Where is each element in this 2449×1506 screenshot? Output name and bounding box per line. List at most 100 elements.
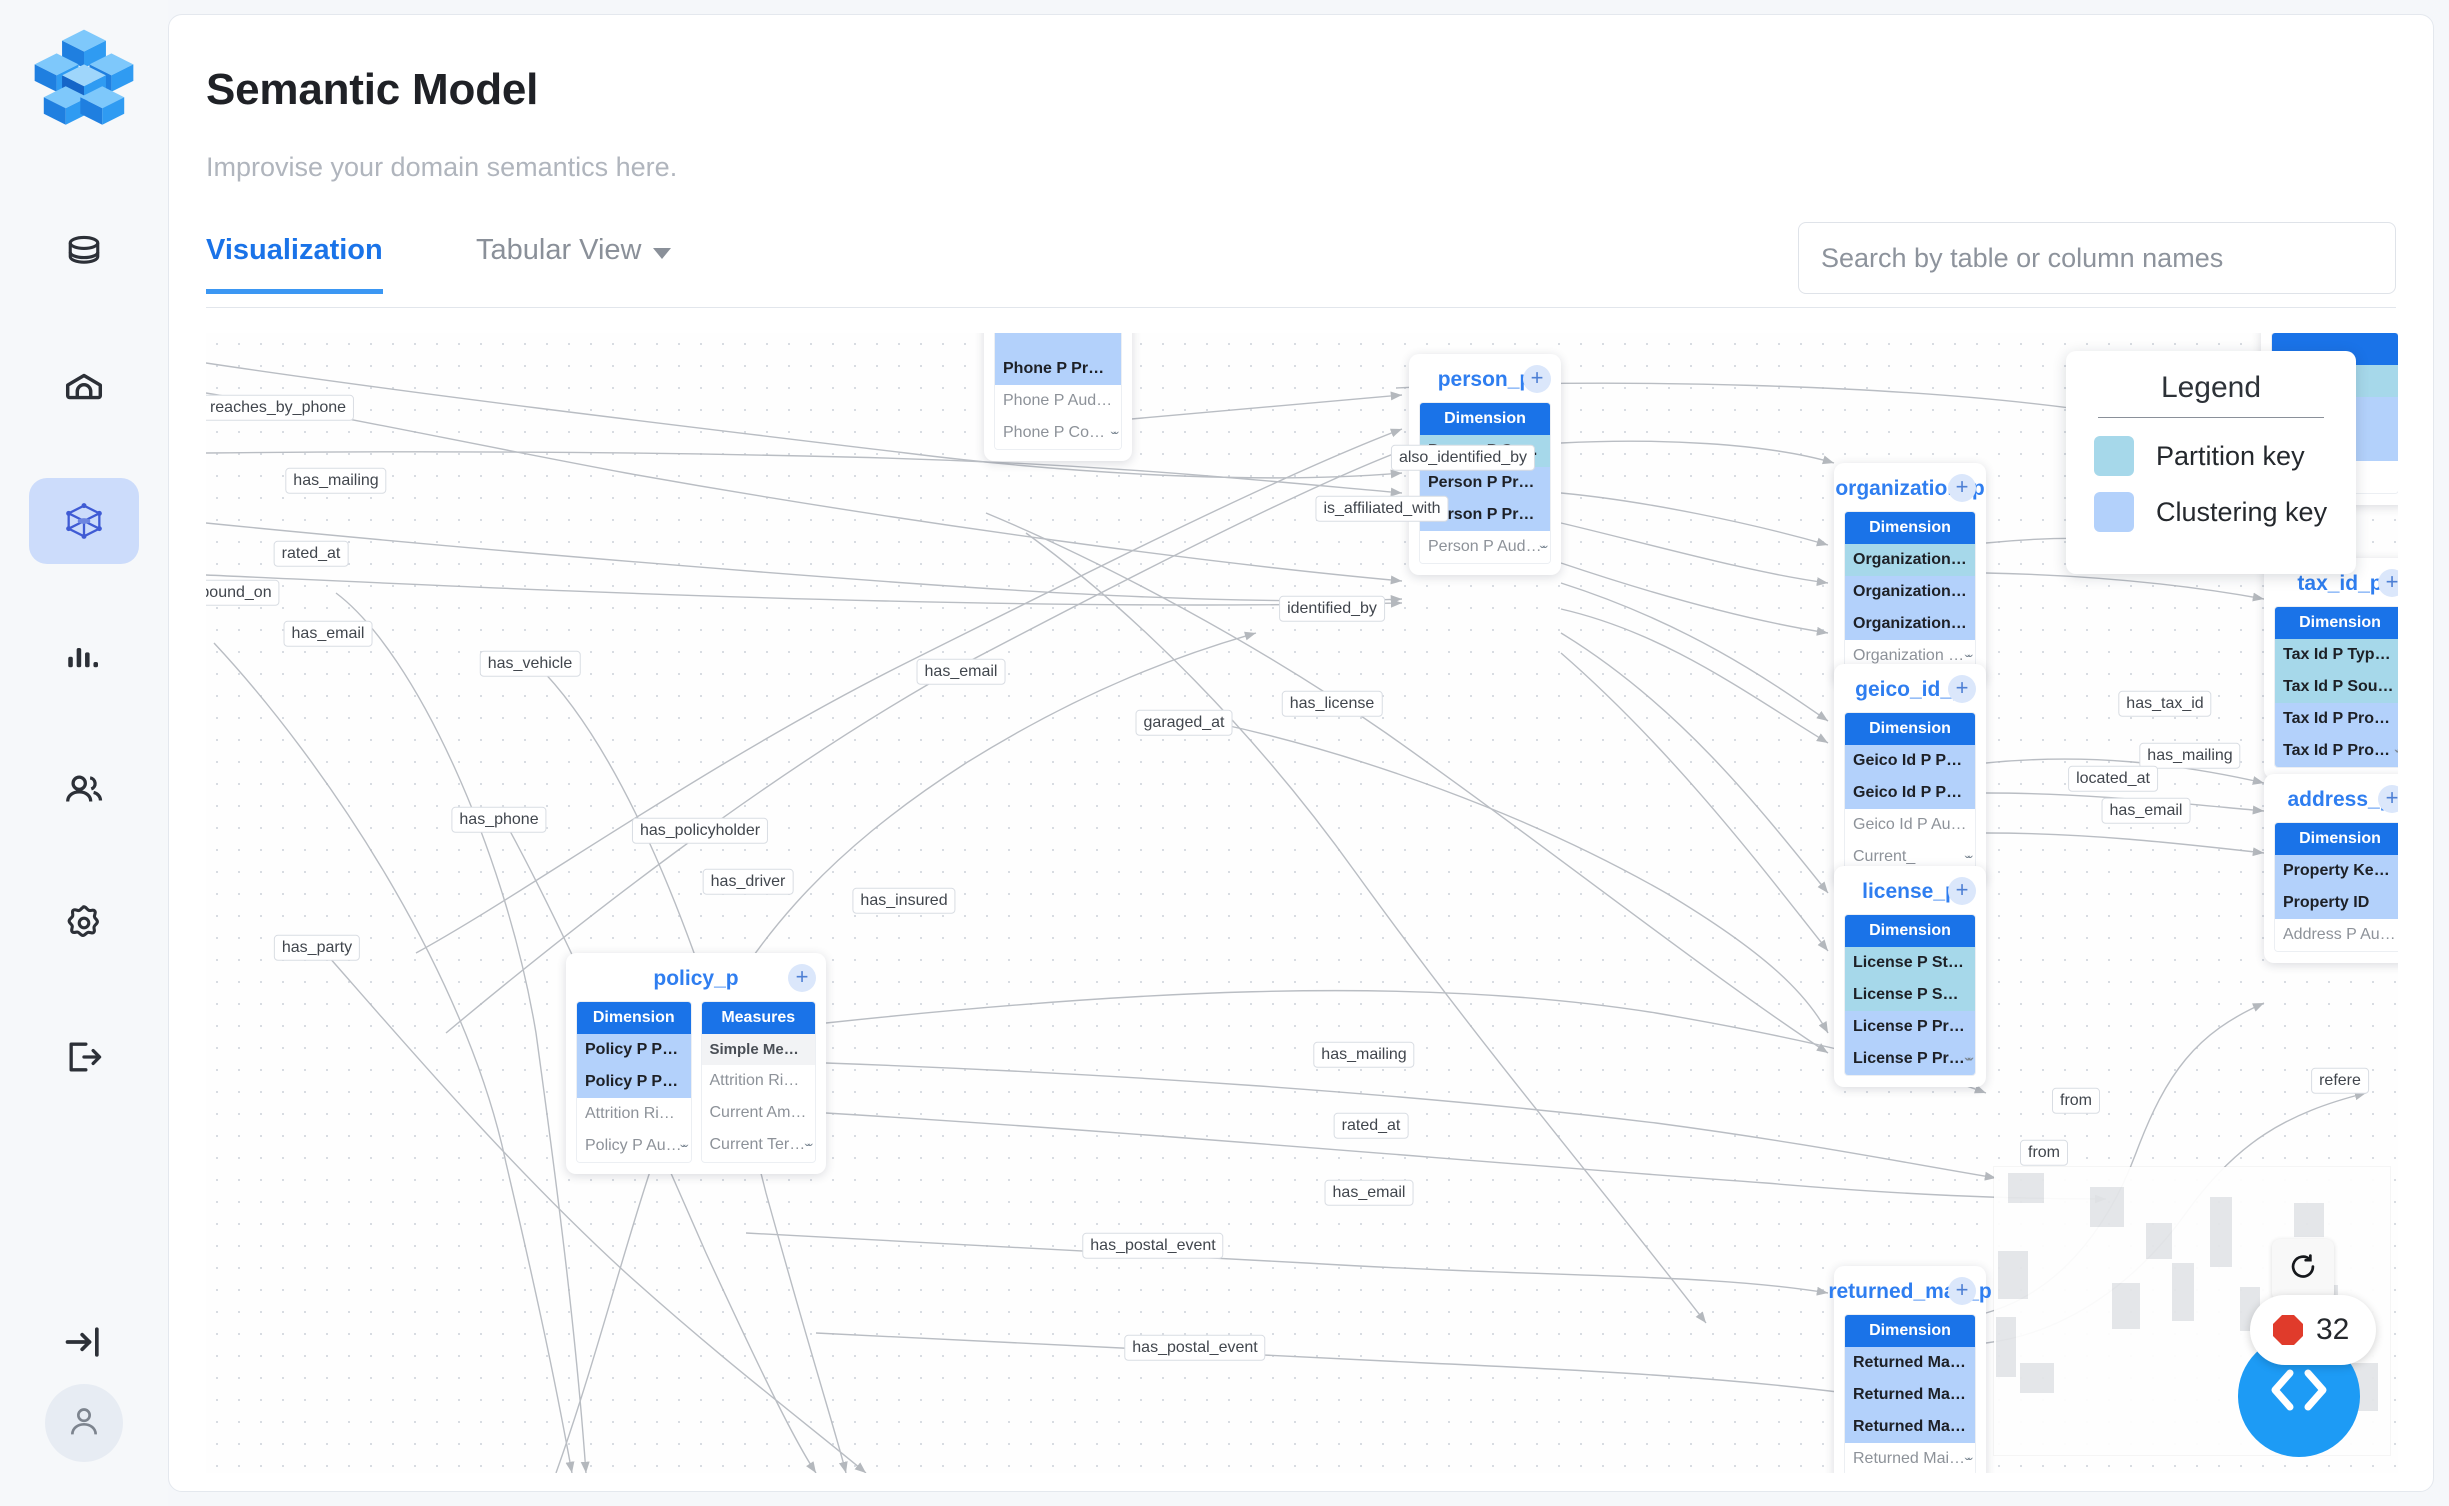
column-field[interactable]: Tax Id P Property Key ID: [2275, 703, 2398, 735]
node-add-button[interactable]: +: [1948, 474, 1976, 502]
node-add-button[interactable]: +: [1948, 1277, 1976, 1305]
search-input[interactable]: [1799, 223, 2395, 293]
column-field[interactable]: License P Source System: [1845, 979, 1975, 1011]
app-logo[interactable]: [29, 26, 139, 132]
column-field[interactable]: Tax Id P Source System: [2275, 671, 2398, 703]
sidebar-item-home[interactable]: [29, 344, 139, 430]
expand-chevron-icon[interactable]: ˇˇ: [1110, 429, 1120, 448]
column-field[interactable]: Returned Mail P Property…: [1845, 1379, 1975, 1411]
sidebar-item-semantic[interactable]: [29, 478, 139, 564]
column-field[interactable]: Person P Property Key ID: [1420, 467, 1550, 499]
graph-canvas[interactable]: Phone P Property IdPhone P Audit Last To…: [206, 333, 2398, 1473]
reset-view-button[interactable]: [2272, 1239, 2334, 1301]
sidebar-item-logout[interactable]: [29, 1014, 139, 1100]
legend-label-clustering: Clustering key: [2156, 496, 2328, 527]
edge-label: located_at: [2068, 765, 2158, 793]
column-field[interactable]: Returned Mail P Occurre…: [1845, 1347, 1975, 1379]
column-field[interactable]: Property ID: [2275, 887, 2398, 919]
graph-edges: [206, 362, 2367, 1473]
column-field[interactable]: License P Property Key ID: [1845, 1011, 1975, 1043]
column-field[interactable]: License P State Code: [1845, 947, 1975, 979]
tab-tabular-view[interactable]: Tabular View: [476, 234, 671, 289]
column-field[interactable]: Attrition Risk Score: [577, 1098, 691, 1130]
column-header: Dimension: [1845, 1315, 1975, 1347]
column-field[interactable]: Organization P Property …: [1845, 576, 1975, 608]
sidebar-item-users[interactable]: [29, 746, 139, 832]
column-field[interactable]: License P Property IDˇˇ: [1845, 1043, 1975, 1075]
column-field[interactable]: Policy P Audit Last Toˇˇ: [577, 1130, 691, 1162]
column-field[interactable]: [995, 333, 1121, 353]
expand-chevron-icon[interactable]: ˇˇ: [680, 1142, 689, 1161]
legend-swatch-partition: [2094, 436, 2134, 476]
tab-visualization[interactable]: Visualization: [206, 234, 383, 294]
column-field[interactable]: Geico Id P Property Key ID: [1845, 745, 1975, 777]
node-add-button[interactable]: +: [2378, 785, 2398, 813]
column-field[interactable]: Geico Id P Audit Last Tou…: [1845, 809, 1975, 841]
graph-edge: [1985, 758, 2265, 785]
sidebar-item-settings[interactable]: [29, 880, 139, 966]
search-box[interactable]: [1798, 222, 2396, 294]
sidebar-nav: [29, 210, 139, 1100]
expand-chevron-icon[interactable]: ˇˇ: [1964, 853, 1974, 872]
edge-label: rated_at: [1333, 1112, 1409, 1140]
expand-chevron-icon[interactable]: ˇˇ: [2394, 747, 2398, 766]
sidebar-collapse-button[interactable]: [29, 1304, 139, 1384]
avatar[interactable]: [45, 1384, 123, 1462]
column-field[interactable]: Attrition Risk Score: [701, 1065, 815, 1097]
column-field[interactable]: Phone P Property Id: [995, 353, 1121, 385]
node-add-button[interactable]: +: [1948, 877, 1976, 905]
column-field[interactable]: Address P Audit Last Tou…: [2275, 919, 2398, 951]
edge-label: has_postal_event: [1124, 1334, 1266, 1362]
expand-chevron-icon[interactable]: ˇˇ: [1964, 1055, 1974, 1074]
expand-chevron-icon[interactable]: ˇˇ: [1964, 652, 1974, 671]
status-badge[interactable]: 32: [2250, 1295, 2376, 1365]
column-field[interactable]: Current Term Premiu…ˇˇ: [701, 1129, 815, 1161]
column-field[interactable]: Returned Mail P Audit Laˇˇ: [1845, 1443, 1975, 1473]
column-field[interactable]: Phone P Country Codeˇˇ: [995, 417, 1121, 449]
page-subtitle: Improvise your domain semantics here.: [206, 152, 678, 182]
column-field[interactable]: Current Amount Due: [701, 1097, 815, 1129]
column-field[interactable]: Tax Id P Type Code: [2275, 639, 2398, 671]
sidebar-item-database[interactable]: [29, 210, 139, 296]
edge-label: has_mailing: [2139, 742, 2241, 770]
edge-label: has_tax_id: [2118, 690, 2212, 718]
expand-chevron-icon[interactable]: ˇˇ: [1539, 543, 1549, 562]
column-field[interactable]: Policy P Property Key…: [577, 1034, 691, 1066]
column-field[interactable]: Tax Id P Property IDˇˇ: [2275, 735, 2398, 767]
column-header: Dimension: [2275, 607, 2398, 639]
graph-node-phone_p[interactable]: Phone P Property IdPhone P Audit Last To…: [984, 333, 1132, 461]
column-field[interactable]: Property Key ID: [2275, 855, 2398, 887]
expand-chevron-icon[interactable]: ˇˇ: [1964, 1455, 1974, 1473]
node-add-button[interactable]: +: [1948, 675, 1976, 703]
node-add-button[interactable]: +: [788, 964, 816, 992]
column-field[interactable]: Geico Id P Property ID: [1845, 777, 1975, 809]
red-octagon-icon: [2273, 1315, 2303, 1345]
column-field[interactable]: Organization P Source Sy…: [1845, 544, 1975, 576]
column-header: Dimension: [1845, 713, 1975, 745]
column-field[interactable]: Person P Audit Last Toucˇˇ: [1420, 531, 1550, 563]
node-add-button[interactable]: +: [2378, 569, 2398, 597]
minimap-block: [1996, 1317, 2016, 1377]
node-add-button[interactable]: +: [1523, 365, 1551, 393]
column-header: Dimension: [1845, 915, 1975, 947]
column-field[interactable]: Simple Measure: [701, 1034, 815, 1065]
column-field[interactable]: Phone P Audit Last Touc…: [995, 385, 1121, 417]
sidebar-item-analytics[interactable]: [29, 612, 139, 698]
expand-chevron-icon[interactable]: ˇˇ: [804, 1141, 814, 1160]
code-chevrons-icon: [2262, 1360, 2336, 1433]
column-field[interactable]: Organization P Property ID: [1845, 608, 1975, 640]
column-field[interactable]: Policy P Property Id: [577, 1066, 691, 1098]
column-field[interactable]: Returned Mail P Property…: [1845, 1411, 1975, 1443]
